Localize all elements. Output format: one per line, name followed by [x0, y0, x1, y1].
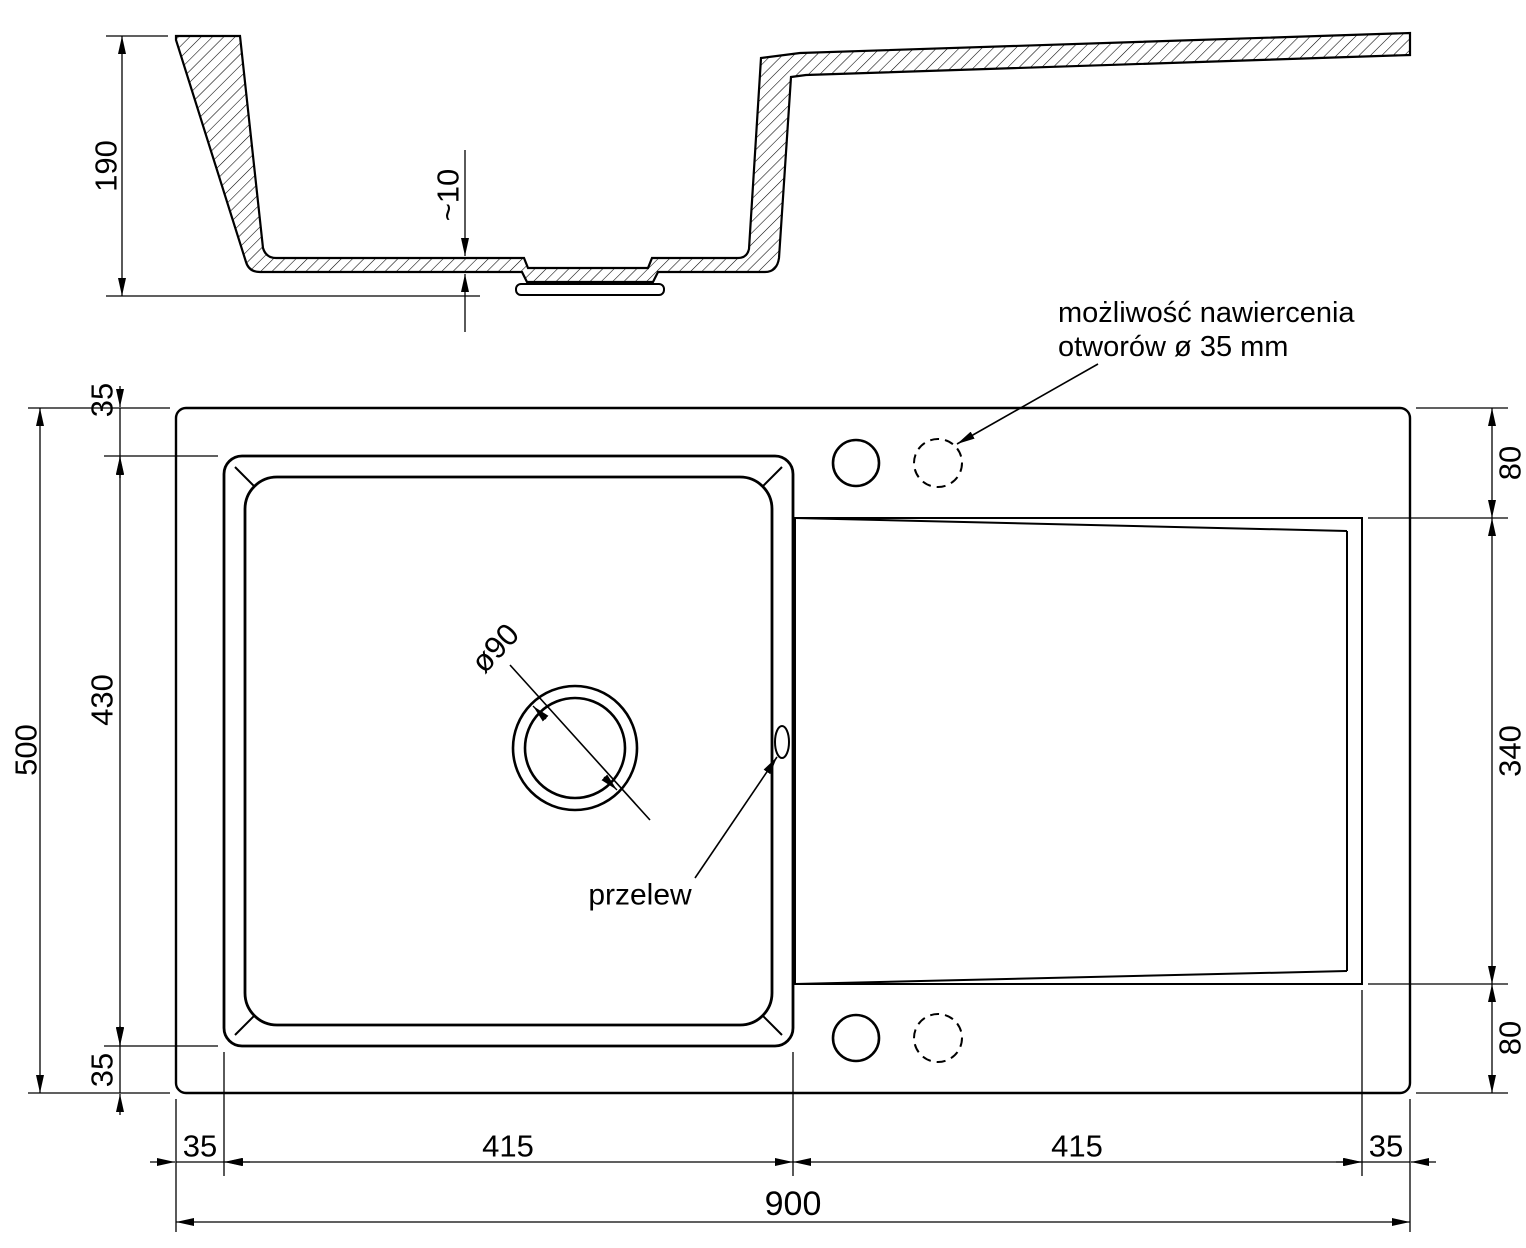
optional-hole-bottom — [913, 1013, 963, 1063]
dimensions: 500 35 430 35 80 340 — [9, 383, 1526, 1232]
corner-tick — [761, 1014, 783, 1036]
dim-label-total-width: 900 — [765, 1185, 822, 1223]
corner-tick — [761, 466, 783, 488]
dim-label-drainer-width: 415 — [1051, 1129, 1103, 1164]
drainer-board — [794, 517, 1363, 985]
dim-right-chain: 80 340 80 — [1368, 407, 1526, 1094]
drain-inner-circle — [523, 696, 627, 800]
overflow-label: przelew — [588, 879, 692, 912]
section-drain-plate — [515, 283, 665, 296]
dim-label-drainer-length: 340 — [1493, 725, 1526, 777]
drill-note-line1: możliwość nawiercenia — [1058, 297, 1355, 329]
drainer-outer — [794, 517, 1363, 985]
dim-label-hole-offset-top: 80 — [1493, 446, 1526, 480]
callout-line — [956, 363, 1099, 445]
overflow-callout: przelew — [588, 756, 778, 912]
dim-label-margin-right: 35 — [1369, 1129, 1403, 1164]
dim-label-margin-bottom: 35 — [85, 1053, 120, 1087]
basin-outer-outline — [222, 454, 795, 1048]
section-view: 190 ~10 — [89, 31, 1412, 332]
drainer-slope-top — [794, 517, 1348, 532]
dim-label-base-thickness: ~10 — [431, 169, 466, 222]
dim-bottom-chain: 35 415 415 35 — [150, 990, 1436, 1232]
dim-base-thickness: ~10 — [431, 150, 469, 332]
dim-label-total-depth: 500 — [9, 724, 44, 776]
section-sink-body — [174, 31, 1412, 284]
overflow-slot — [774, 725, 790, 759]
drill-note-line2: otworów ø 35 mm — [1058, 331, 1288, 363]
dim-depth-190: 190 — [89, 35, 480, 297]
optional-hole-top — [913, 438, 963, 488]
drill-note: możliwość nawiercenia otworów ø 35 mm — [956, 297, 1355, 445]
basin-corner-ticks — [234, 466, 783, 1036]
corner-tick — [234, 466, 256, 488]
dim-label-margin-top: 35 — [85, 383, 120, 417]
tap-hole-bottom — [831, 1013, 881, 1063]
arrow-stub — [532, 705, 549, 722]
plan-view: ø90 przelew możliwość nawiercenia otworó… — [174, 297, 1412, 1095]
dim-label-basin-width: 415 — [482, 1129, 534, 1164]
corner-tick — [234, 1014, 256, 1036]
basin-inner-outline — [243, 475, 774, 1027]
dim-total-width: 900 — [176, 1185, 1410, 1226]
callout-line — [509, 664, 651, 821]
drain-diameter-label: ø90 — [464, 617, 526, 680]
callout-line — [694, 756, 778, 879]
dim-label-basin-length: 430 — [85, 674, 120, 726]
arrow-stub — [601, 774, 618, 791]
drainer-slope-bottom — [794, 970, 1348, 985]
dim-label-depth: 190 — [89, 140, 124, 192]
dim-label-hole-offset-bottom: 80 — [1493, 1021, 1526, 1055]
tap-hole-top — [831, 438, 881, 488]
dim-total-depth: 500 — [9, 407, 170, 1094]
dim-left-chain: 35 430 35 — [85, 383, 218, 1115]
dim-label-margin-left: 35 — [183, 1129, 217, 1164]
